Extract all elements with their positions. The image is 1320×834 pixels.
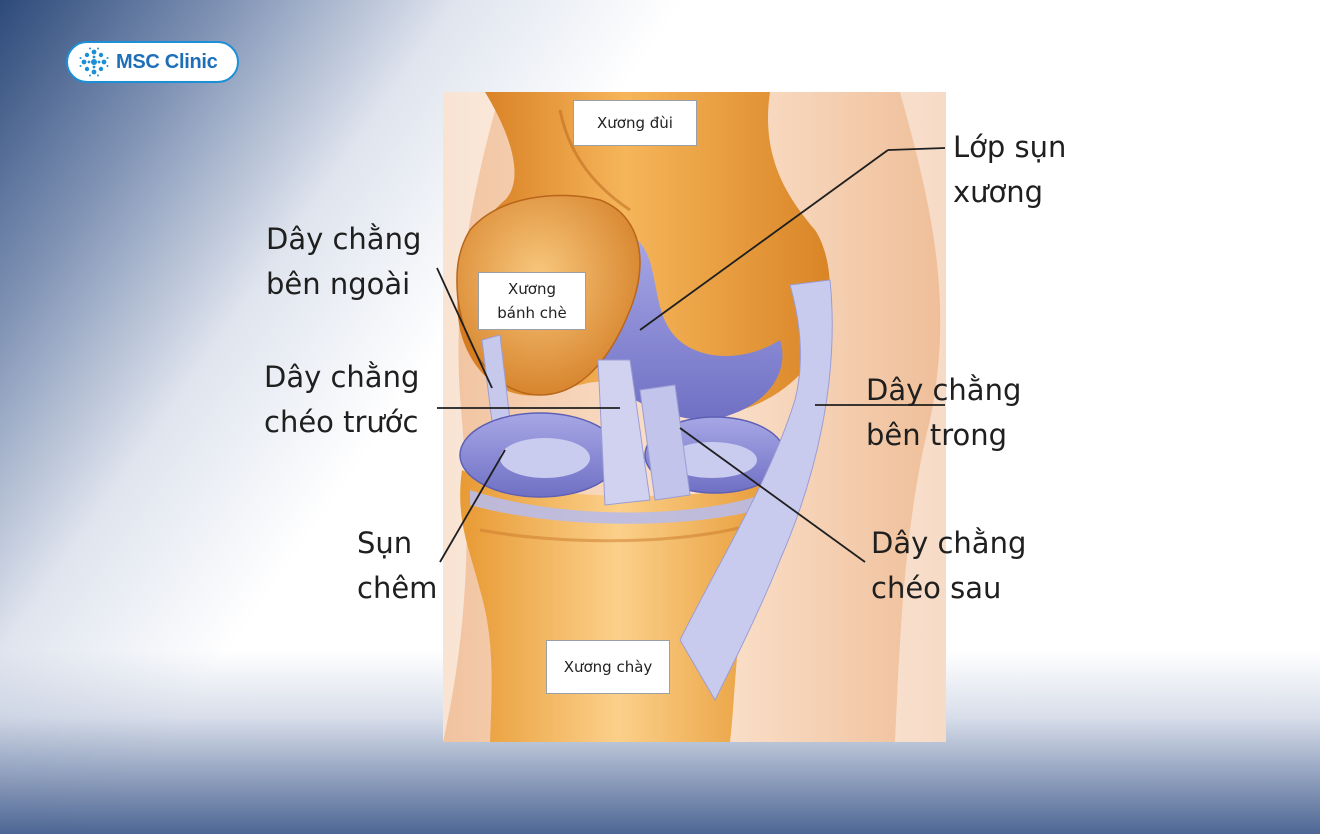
callout-cartilage: Lớp sụn xương <box>953 130 1067 209</box>
tibia-bone <box>460 470 776 742</box>
femur-label: Xương đùi <box>573 100 697 146</box>
callout-medial-ligament: Dây chằng bên trong <box>866 373 1022 452</box>
callout-pcl: Dây chằng chéo sau <box>871 526 1027 605</box>
msc-clinic-logo[interactable]: MSC Clinic <box>66 41 239 83</box>
callout-lateral-ligament: Dây chằng bên ngoài <box>266 222 422 301</box>
patella-label-line-2: bánh chè <box>497 304 567 322</box>
patella-label: Xương bánh chè <box>478 272 586 330</box>
meniscus <box>459 412 786 524</box>
callout-meniscus: Sụn chêm <box>357 526 438 605</box>
msc-flower-icon <box>79 47 109 77</box>
leader-lines <box>436 147 946 563</box>
posterior-cruciate-ligament <box>639 384 691 501</box>
logo-text: MSC Clinic <box>116 50 218 73</box>
callout-acl: Dây chằng chéo trước <box>264 360 420 439</box>
anterior-cruciate-ligament <box>597 359 651 506</box>
patella-label-line-1: Xương <box>508 280 556 298</box>
medial-ligament <box>679 279 833 702</box>
tibia-label: Xương chày <box>546 640 670 694</box>
femur-cartilage <box>594 235 783 420</box>
